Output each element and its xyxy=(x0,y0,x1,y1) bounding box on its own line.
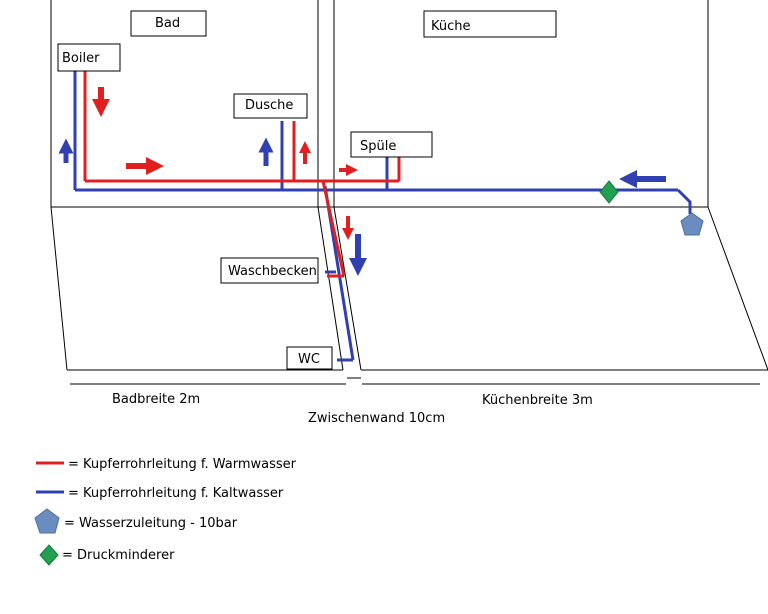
legend-supply-label: = Wasserzuleitung - 10bar xyxy=(64,516,238,531)
legend-cold-label: = Kupferrohrleitung f. Kaltwasser xyxy=(68,486,284,501)
legend-reducer-label: = Druckminderer xyxy=(62,548,175,563)
room-label-bath: Bad xyxy=(155,16,180,31)
water-supply-pentagon-icon xyxy=(680,212,704,236)
washbasin-label: Waschbecken xyxy=(228,264,317,279)
walls xyxy=(50,0,768,385)
legend: = Kupferrohrleitung f. Warmwasser = Kupf… xyxy=(34,457,297,566)
sink-label: Spüle xyxy=(360,139,396,154)
room-label-kitchen: Küche xyxy=(431,19,471,34)
flow-arrows xyxy=(58,87,666,276)
cold-water-pipes xyxy=(73,70,692,362)
bath-width-label: Badbreite 2m xyxy=(112,392,200,407)
legend-hot-label: = Kupferrohrleitung f. Warmwasser xyxy=(68,457,297,472)
pressure-reducer-diamond-icon xyxy=(599,180,619,204)
label-boxes xyxy=(57,10,557,370)
kitchen-width-label: Küchenbreite 3m xyxy=(482,393,593,408)
hot-water-pipes xyxy=(83,70,401,278)
legend-pentagon-icon xyxy=(34,508,60,534)
shower-label: Dusche xyxy=(245,98,293,113)
partition-width-label: Zwischenwand 10cm xyxy=(308,411,445,426)
boiler-label: Boiler xyxy=(62,51,100,66)
labels: Bad Küche Boiler Dusche Spüle Waschbecke… xyxy=(62,16,593,426)
legend-diamond-icon xyxy=(39,544,59,566)
wc-label: WC xyxy=(298,352,320,367)
